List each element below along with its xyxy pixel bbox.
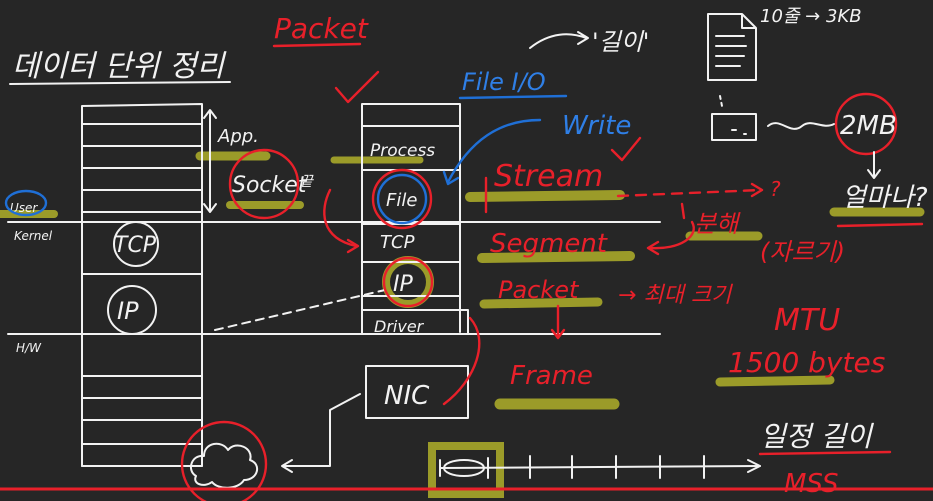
mss-label: MSS — [784, 469, 839, 499]
cloud-red-circle — [180, 420, 268, 501]
small-doc-icon — [711, 113, 757, 141]
tcp-middle-label: TCP — [380, 232, 415, 253]
doc-dots — [719, 95, 723, 107]
stream-question: ? — [770, 177, 781, 201]
cut-label: (자르기) — [760, 238, 845, 266]
how-much-underline — [836, 222, 924, 228]
write-label: Write — [562, 111, 631, 141]
socket-to-tcp-arrow — [323, 188, 358, 248]
length-label: '길이' — [592, 28, 649, 56]
document-icon — [707, 13, 757, 81]
stream-dashed-arrow — [616, 188, 762, 198]
app-label: App. — [217, 126, 259, 147]
user-label: User — [10, 201, 38, 215]
hw-label: H/W — [16, 341, 42, 355]
segment-label: Segment — [490, 229, 608, 259]
app-range-arrow — [203, 109, 217, 213]
packet-label: Packet — [498, 276, 580, 304]
ip-middle-red-circle — [382, 256, 434, 308]
nic-to-cloud-line — [283, 393, 361, 467]
tcp-label: TCP — [114, 233, 157, 258]
packet-to-frame-arrow — [550, 304, 566, 340]
stream-tick-mark — [680, 202, 686, 220]
write-arrowhead — [442, 170, 460, 186]
ip-label: IP — [117, 297, 139, 325]
fixed-length-label: 일정 길이 — [760, 420, 874, 453]
stream-dashed-arrowhead — [750, 182, 764, 198]
nic-to-cloud-arrowhead — [281, 459, 293, 473]
ip-circle — [107, 285, 157, 335]
file-io-underline — [458, 94, 568, 100]
user-circle — [4, 189, 48, 217]
fixed-length-underline — [758, 450, 892, 456]
max-size-label: → 최대 크기 — [618, 283, 733, 308]
doc-size-label: 10줄 → 3KB — [760, 6, 862, 27]
ip-middle-label: IP — [393, 272, 413, 297]
split-arrow — [648, 220, 695, 250]
write-check-mark — [610, 136, 642, 162]
header-packet-label: Packet — [274, 12, 369, 45]
file-red-circle — [371, 168, 433, 230]
frame-label: Frame — [510, 361, 593, 391]
split-arrowhead — [646, 240, 660, 256]
split-label: 분해 — [694, 210, 741, 238]
socket-suffix: 끝 — [300, 174, 314, 190]
stream-label: Stream — [494, 159, 603, 194]
socket-red-circle — [228, 148, 300, 220]
process-label: Process — [370, 141, 435, 161]
ip-dashed-link — [214, 289, 386, 331]
socket-label: Socket — [232, 173, 308, 198]
title-underline — [9, 81, 231, 85]
tcp-circle — [113, 221, 159, 267]
nic-label: NIC — [384, 381, 430, 411]
socket-to-tcp-arrowhead — [346, 238, 360, 254]
mb-red-circle — [834, 92, 898, 156]
mb-down-arrow — [867, 151, 881, 179]
highlight-marks — [0, 151, 925, 498]
left-stack — [81, 103, 217, 467]
middle-stack — [361, 103, 469, 419]
file-io-label: File I/O — [462, 68, 546, 96]
driver-to-nic-curve — [442, 316, 481, 406]
kernel-label: Kernel — [14, 229, 53, 243]
mtu-label: MTU — [774, 303, 840, 338]
length-arrow — [529, 31, 589, 49]
header-packet-underline — [272, 42, 362, 48]
mtu-size-label: 1500 bytes — [728, 346, 885, 379]
network-cloud-icon — [189, 442, 259, 489]
header-check-mark — [334, 70, 380, 104]
mb-label: 2MB — [840, 111, 897, 141]
file-label: File — [386, 190, 417, 211]
driver-label: Driver — [374, 317, 425, 336]
page-title: 데이터 단위 정리 — [12, 49, 227, 84]
tilde-line — [767, 122, 835, 130]
segment-bar — [439, 455, 761, 479]
how-much-label: 얼마나? — [842, 183, 928, 213]
write-arrow — [446, 118, 542, 184]
file-blue-circle — [376, 173, 428, 225]
